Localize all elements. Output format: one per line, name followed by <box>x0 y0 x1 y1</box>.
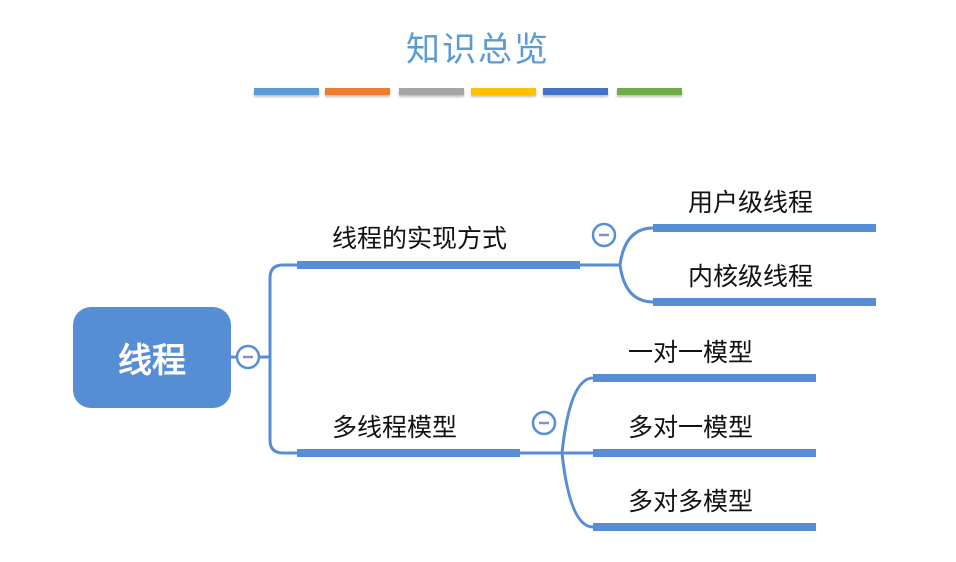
collapse-button-branch-2[interactable] <box>531 410 557 436</box>
child-underline-1-2 <box>653 298 876 306</box>
child-node-2-3[interactable]: 多对多模型 <box>628 487 754 516</box>
branch-node-1[interactable]: 线程的实现方式 <box>332 224 508 253</box>
branch-node-2[interactable]: 多线程模型 <box>332 413 458 442</box>
child-node-1-2[interactable]: 内核级线程 <box>688 262 814 291</box>
color-bar-5 <box>543 88 608 95</box>
branch-underline-1 <box>297 261 580 269</box>
color-bar-2 <box>325 88 390 95</box>
page-title: 知识总览 <box>406 30 550 70</box>
connector-root-branches <box>268 263 297 455</box>
color-bar-3 <box>399 88 464 95</box>
child-node-2-2[interactable]: 多对一模型 <box>628 413 754 442</box>
child-underline-2-1 <box>593 374 816 382</box>
collapse-button-branch-1[interactable] <box>591 222 617 248</box>
child-underline-1-1 <box>653 224 876 232</box>
child-node-2-1[interactable]: 一对一模型 <box>628 338 754 367</box>
branch-underline-2 <box>297 449 520 457</box>
color-bar-1 <box>254 88 319 95</box>
root-node[interactable]: 线程 <box>73 307 231 408</box>
color-bar-6 <box>617 88 682 95</box>
connector-branch-1-children <box>618 226 654 304</box>
connector-branch-2-children <box>560 376 594 529</box>
collapse-button-root[interactable] <box>235 344 261 370</box>
root-node-label: 线程 <box>118 341 186 381</box>
child-node-1-1[interactable]: 用户级线程 <box>688 188 814 217</box>
child-underline-2-2 <box>593 449 816 457</box>
color-bar-4 <box>471 88 536 95</box>
child-underline-2-3 <box>593 523 816 531</box>
